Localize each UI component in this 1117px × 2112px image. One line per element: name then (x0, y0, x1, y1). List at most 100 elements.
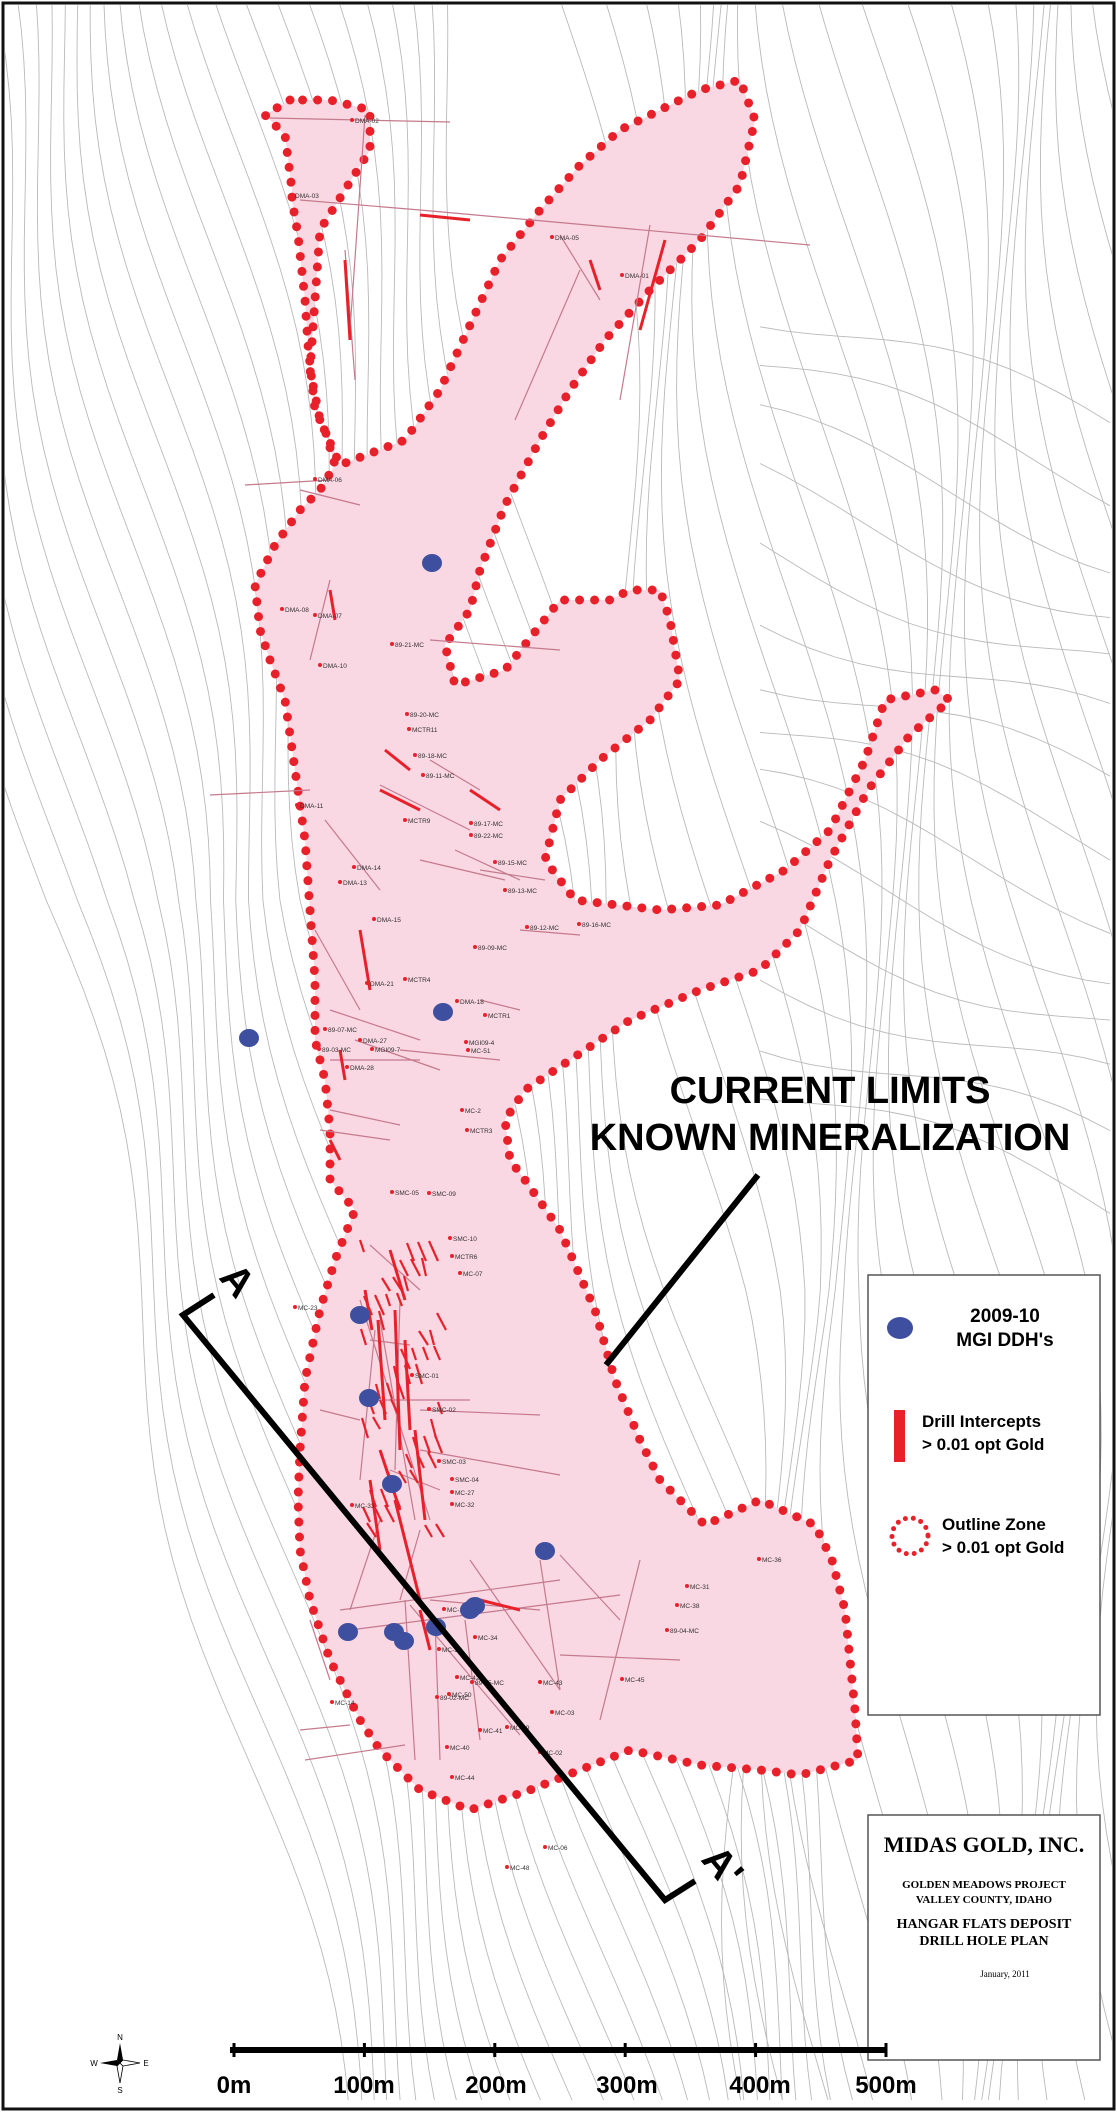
drill-hole: 89-12-MC (525, 925, 559, 932)
drill-hole: DMA-21 (365, 981, 394, 988)
scale-tick (623, 2043, 627, 2057)
drill-hole-label: DMA-15 (377, 917, 401, 924)
drill-hole-collar (450, 1775, 454, 1779)
drill-hole: 89-18-MC (413, 753, 447, 760)
compass-south: S (117, 2086, 122, 2095)
drill-hole-label: MC-42 (460, 1675, 480, 1682)
drill-hole: SMC-01 (410, 1373, 439, 1380)
drill-hole-collar (469, 821, 473, 825)
callout-leader-line (603, 1173, 761, 1367)
drill-hole: MC-14 (330, 1700, 355, 1707)
ddh-marker (359, 1389, 379, 1407)
drill-hole-collar (450, 1490, 454, 1494)
ddh-marker (433, 1003, 453, 1021)
drill-hole-label: DMA-03 (295, 193, 319, 200)
drill-hole-label: MC-03 (555, 1710, 575, 1717)
company-name: MIDAS GOLD, INC. (884, 1832, 1084, 1857)
drill-hole: DMA-10 (318, 663, 347, 670)
drill-hole: 89-15-MC (493, 860, 527, 867)
drill-hole-label: MC-06 (548, 1845, 568, 1852)
drill-hole: MC-2 (460, 1108, 481, 1115)
deposit-name-line-2: DRILL HOLE PLAN (919, 1934, 1048, 1949)
drill-hole-label: MC-38 (680, 1603, 700, 1610)
drill-hole: DMA-18 (455, 999, 484, 1006)
drill-hole: MC-33 (350, 1503, 375, 1510)
drill-hole-label: MC-02 (543, 1750, 563, 1757)
drill-hole-collar (421, 773, 425, 777)
drill-hole: DMA-08 (280, 607, 309, 614)
drill-hole-collar (450, 1502, 454, 1506)
drill-hole: DMA-15 (372, 917, 401, 924)
drill-hole-collar (503, 888, 507, 892)
drill-hole-label: MC-14 (335, 1700, 355, 1707)
ddh-marker (382, 1475, 402, 1493)
drill-hole-collar (550, 235, 554, 239)
drill-hole-label: MC-50 (452, 1692, 472, 1699)
drill-hole: SMC-03 (437, 1459, 466, 1466)
drill-hole-label: SMC-05 (395, 1190, 419, 1197)
drill-hole: DMA-28 (345, 1065, 374, 1072)
drill-hole-label: 89-20-MC (410, 712, 439, 719)
callout-line-2: KNOWN MINERALIZATION (590, 1117, 1071, 1159)
drill-hole-label: MGI09-7 (375, 1047, 401, 1054)
drill-hole-label: MC-23 (298, 1305, 318, 1312)
drill-hole-label: SMC-04 (455, 1477, 479, 1484)
drill-hole-collar (295, 803, 299, 807)
drill-hole: DMA-11 (295, 803, 324, 810)
drill-hole-label: MC-43 (543, 1680, 563, 1687)
drill-hole-label: MCTR9 (408, 818, 431, 825)
drill-hole-collar (473, 945, 477, 949)
drill-hole-collar (525, 925, 529, 929)
mgi-ddh-markers (239, 554, 555, 1650)
legend-ddh-label-2: MGI DDH's (956, 1330, 1053, 1351)
drill-hole: DMA-05 (550, 235, 579, 242)
drill-hole-label: DMA-01 (625, 273, 649, 280)
drill-hole-label: MC-45 (625, 1677, 645, 1684)
drill-hole-collar (469, 833, 473, 837)
drill-hole-collar (757, 1557, 761, 1561)
drill-hole: 89-17-MC (469, 821, 503, 828)
drill-hole-collar (447, 1692, 451, 1696)
scale-label-300: 300m (596, 2072, 657, 2099)
drill-hole-collar (280, 607, 284, 611)
drill-hole-collar (405, 712, 409, 716)
drill-hole: MC-40 (445, 1745, 470, 1752)
drill-hole-collar (317, 1047, 321, 1051)
drill-hole-label: 89-04-MC (670, 1628, 699, 1635)
drill-hole-label: DMA-05 (555, 235, 579, 242)
drill-hole-collar (413, 753, 417, 757)
drill-hole-collar (435, 1695, 439, 1699)
drill-hole-collar (390, 1190, 394, 1194)
drill-hole-collar (450, 1477, 454, 1481)
drill-hole: MC-42 (455, 1675, 480, 1682)
drill-hole-label: MC-36 (762, 1557, 782, 1564)
scale-label-100: 100m (333, 2072, 394, 2099)
drill-hole-collar (323, 1027, 327, 1031)
drill-hole: 89-22-MC (469, 833, 503, 840)
ddh-marker (422, 554, 442, 572)
drill-hole: DMA-06 (313, 477, 342, 484)
scale-label-400: 400m (729, 2072, 790, 2099)
scale-tick (884, 2043, 888, 2057)
drill-hole: MC-45 (620, 1677, 645, 1684)
drill-hole: DMA-03 (290, 193, 319, 200)
drill-hole-label: DMA-06 (318, 477, 342, 484)
drill-hole-collar (407, 727, 411, 731)
drill-hole: MC-41 (478, 1728, 503, 1735)
drill-hole-label: SMC-01 (415, 1373, 439, 1380)
drill-hole-collar (437, 1459, 441, 1463)
scale-bar-line (230, 2047, 885, 2053)
drill-hole-label: 89-12-MC (530, 925, 559, 932)
drill-hole: MC-44 (450, 1775, 475, 1782)
drill-hole: MCTR4 (403, 977, 431, 984)
drill-hole-collar (483, 1013, 487, 1017)
drill-hole-label: MC-34 (478, 1635, 498, 1642)
drill-hole-label: 89-07-MC (328, 1027, 357, 1034)
legend: 2009-10 MGI DDH's Drill Intercepts > 0.0… (867, 1274, 1101, 1716)
drill-hole: 89-07-MC (323, 1027, 357, 1034)
legend-box (867, 1274, 1101, 1716)
drill-hole: 89-13-MC (503, 888, 537, 895)
drill-hole-collar (665, 1628, 669, 1632)
drill-hole-collar (473, 1635, 477, 1639)
